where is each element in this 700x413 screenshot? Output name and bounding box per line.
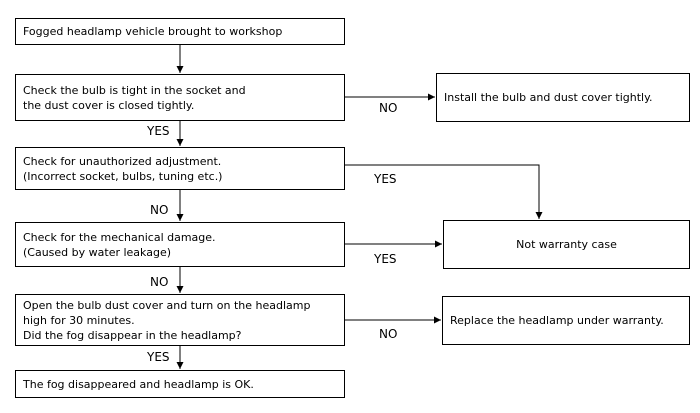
not-warranty-box: Not warranty case <box>443 220 690 269</box>
label-adjust-no: NO <box>150 203 169 217</box>
check-damage-box: Check for the mechanical damage.(Caused … <box>15 222 345 267</box>
box-text-line: the dust cover is closed tightly. <box>23 98 195 112</box>
label-damage-no: NO <box>150 275 169 289</box>
box-text-line: Check the bulb is tight in the socket an… <box>23 83 246 97</box>
box-text-line: (Caused by water leakage) <box>23 245 172 259</box>
box-text-line: Check for unauthorized adjustment. <box>23 154 222 168</box>
ok-box: The fog disappeared and headlamp is OK. <box>15 370 345 398</box>
box-text-line: (Incorrect socket, bulbs, tuning etc.) <box>23 169 223 183</box>
arrow-adjust-to-notwarranty <box>345 164 543 219</box>
label-adjust-yes: YES <box>374 172 397 186</box>
check-bulb-box: Check the bulb is tight in the socket an… <box>15 74 345 121</box>
box-text-line: Check for the mechanical damage. <box>23 230 216 244</box>
box-text-line: high for 30 minutes. <box>23 313 135 327</box>
box-text-line: Fogged headlamp vehicle brought to works… <box>23 25 283 38</box>
box-text-line: Not warranty case <box>516 238 617 251</box>
box-text-line: Replace the headlamp under warranty. <box>450 314 664 327</box>
box-text-line: Did the fog disappear in the headlamp? <box>23 328 242 342</box>
label-bulb-yes: YES <box>147 124 170 138</box>
box-text-line: Install the bulb and dust cover tightly. <box>444 91 653 104</box>
install-bulb-box: Install the bulb and dust cover tightly. <box>436 73 690 122</box>
replace-box: Replace the headlamp under warranty. <box>442 296 690 345</box>
box-text-line: Open the bulb dust cover and turn on the… <box>23 298 311 312</box>
check-adjustment-box: Check for unauthorized adjustment.(Incor… <box>15 147 345 190</box>
label-fog-yes: YES <box>147 350 170 364</box>
box-text-line: The fog disappeared and headlamp is OK. <box>23 377 254 391</box>
label-bulb-no: NO <box>379 101 398 115</box>
start-box: Fogged headlamp vehicle brought to works… <box>15 18 345 45</box>
label-fog-no: NO <box>379 327 398 341</box>
label-damage-yes: YES <box>374 252 397 266</box>
open-cover-box: Open the bulb dust cover and turn on the… <box>15 294 345 346</box>
